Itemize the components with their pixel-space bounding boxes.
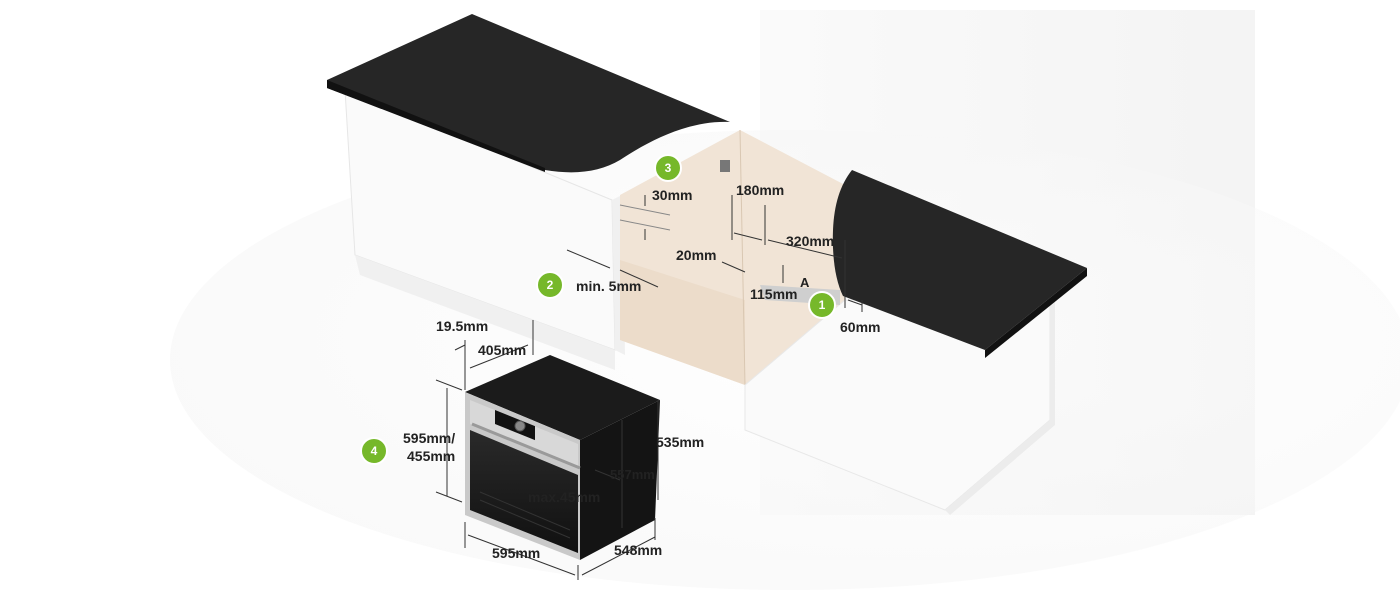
right-cabinet xyxy=(744,285,1055,515)
dim-vent-offset: 60mm xyxy=(840,319,880,335)
badge-4-label: 4 xyxy=(371,444,378,458)
dim-oven-body-height: 535mm xyxy=(656,434,704,450)
dim-depth-gap: 180mm xyxy=(736,182,784,198)
dim-min-gap: min. 5mm xyxy=(576,278,641,294)
dim-rear-gap: 20mm xyxy=(676,247,716,263)
dim-oven-height-a: 595mm/ xyxy=(403,430,455,446)
left-worktop-edge xyxy=(327,80,545,172)
left-worktop xyxy=(327,14,730,173)
oven-niche xyxy=(620,129,845,386)
dim-side-gap: 320mm xyxy=(786,233,834,249)
oven-top xyxy=(465,355,660,440)
oven-rack-lines xyxy=(479,491,571,539)
badges: 1 2 3 4 xyxy=(360,154,836,465)
dim-oven-height-b: 455mm xyxy=(407,448,455,464)
dim-door-thickness: 557mm xyxy=(610,467,655,482)
badge-1: 1 xyxy=(808,291,836,319)
dimension-labels: 30mm 180mm 320mm 20mm min. 5mm 115mm 60m… xyxy=(403,182,880,561)
right-cabinet-side xyxy=(945,300,1055,515)
left-cabinet-plinth xyxy=(355,255,615,370)
dim-oven-width-inner: 405mm xyxy=(478,342,526,358)
dimension-lines xyxy=(435,195,863,580)
badge-3: 3 xyxy=(654,154,682,182)
badge-2-label: 2 xyxy=(547,278,554,292)
dim-top-gap: 30mm xyxy=(652,187,692,203)
right-worktop xyxy=(832,170,1087,350)
badge-4: 4 xyxy=(360,437,388,465)
niche-label-a: A xyxy=(800,275,810,290)
dim-handle-max: max.45mm xyxy=(528,489,600,505)
dim-oven-width: 595mm xyxy=(492,545,540,561)
right-worktop-edge xyxy=(985,268,1087,358)
oven-handle xyxy=(471,422,581,470)
dim-oven-depth: 548mm xyxy=(614,542,662,558)
dim-front-frame: 19.5mm xyxy=(436,318,488,334)
badge-3-label: 3 xyxy=(665,161,672,175)
niche-floor xyxy=(620,260,745,385)
dim-vent-height: 115mm xyxy=(750,286,797,302)
niche-edge xyxy=(739,129,746,386)
badge-1-label: 1 xyxy=(819,298,826,312)
oven xyxy=(465,355,660,560)
oven-dial-icon xyxy=(514,420,526,432)
badge-2: 2 xyxy=(536,271,564,299)
socket-mark xyxy=(720,160,730,172)
